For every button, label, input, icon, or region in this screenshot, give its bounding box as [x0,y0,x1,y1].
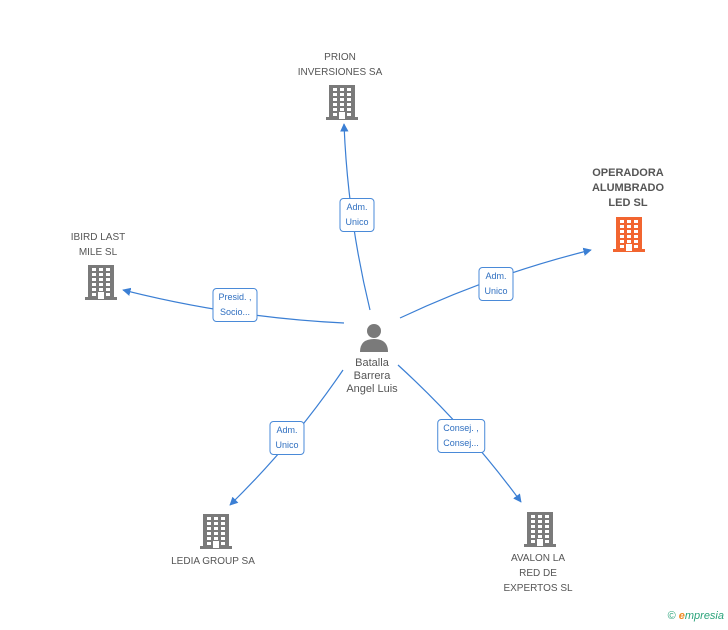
company-name-line: INVERSIONES SA [297,67,383,78]
relation-label-line: Consej. , [443,423,479,433]
empresia-watermark: © empresia [668,610,724,622]
person-name-line: Angel Luis [346,383,398,395]
relation-label-ibird[interactable]: Presid. , Socio... [212,288,258,322]
company-name-prion[interactable]: PRION INVERSIONES SA [298,50,382,80]
relation-label-operadora[interactable]: Adm. Unico [478,267,514,301]
building-icon[interactable] [613,217,645,252]
relation-label-line: Presid. , [218,292,252,302]
building-icon[interactable] [85,265,117,300]
relation-label-line: Unico [484,286,508,296]
company-name-avalon[interactable]: AVALON LA RED DE EXPERTOS SL [503,551,572,596]
company-name-operadora[interactable]: OPERADORA ALUMBRADO LED SL [592,166,664,211]
company-name-line: EXPERTOS SL [503,583,573,594]
relation-label-line: Unico [275,440,299,450]
relation-label-line: Consej... [443,438,479,448]
company-name-line: RED DE [519,568,557,579]
company-name-ibird[interactable]: IBIRD LAST MILE SL [71,230,125,260]
relation-label-line: Adm. [346,202,368,212]
person-icon[interactable] [360,324,388,352]
company-name-line: AVALON LA [510,553,566,564]
relation-label-prion[interactable]: Adm. Unico [339,198,375,232]
building-icon[interactable] [524,512,556,547]
company-name-line: ALUMBRADO [591,182,665,194]
company-name-line: OPERADORA [592,167,664,179]
building-icon[interactable] [200,514,232,549]
company-name-line: LEDIA GROUP SA [171,556,255,567]
relation-label-line: Adm. [485,271,507,281]
company-name-line: IBIRD LAST [70,232,126,243]
copyright-symbol: © [667,610,676,622]
relation-label-line: Socio... [219,307,251,317]
person-name-line: Batalla [355,357,389,369]
relation-label-line: Unico [345,217,369,227]
brand-initial: e [678,610,685,622]
company-name-line: LED SL [608,197,648,209]
building-icon[interactable] [326,85,358,120]
relation-label-avalon[interactable]: Consej. , Consej... [437,419,485,453]
relation-label-line: Adm. [276,425,298,435]
person-name-line: Barrera [353,370,391,382]
relation-label-ledia[interactable]: Adm. Unico [269,421,305,455]
brand-name: mpresia [684,610,724,622]
company-name-line: PRION [324,52,356,63]
company-name-ledia[interactable]: LEDIA GROUP SA [171,554,255,569]
company-name-line: MILE SL [78,247,118,258]
